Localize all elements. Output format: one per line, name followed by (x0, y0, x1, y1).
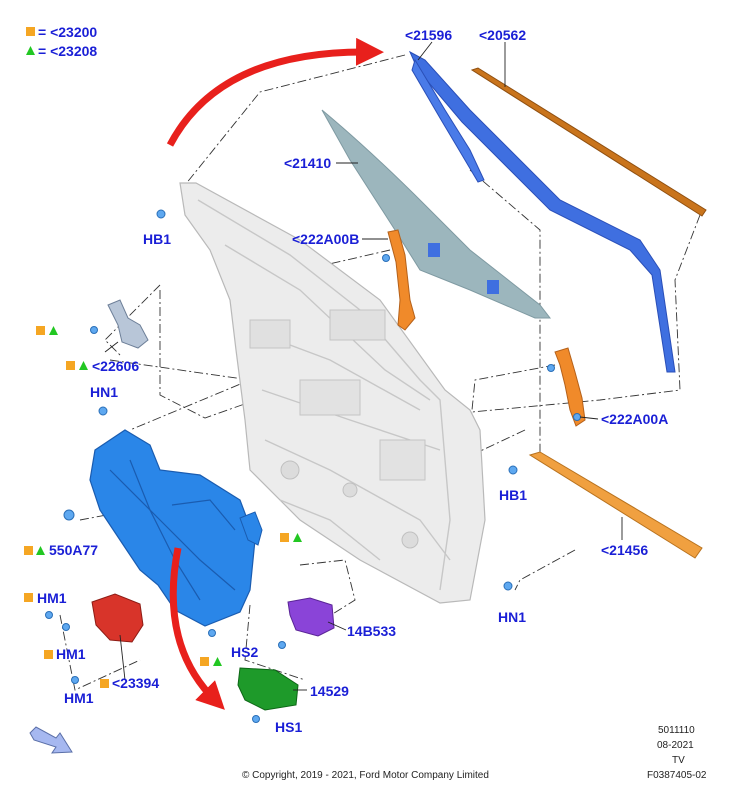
doc-date: 08-2021 (657, 740, 694, 751)
label-hm1-b: HM1 (56, 646, 86, 662)
assembly-line (59, 614, 141, 691)
legend-square-label: = <23200 (38, 24, 97, 40)
triangle-marker-icon (293, 533, 302, 542)
label-222a00a: <222A00A (601, 411, 668, 427)
bolt-icon (573, 413, 581, 421)
square-marker-icon (24, 593, 33, 602)
label-hm1-c: HM1 (64, 690, 94, 706)
glass-clip (487, 280, 499, 294)
triangle-marker-icon (79, 361, 88, 370)
label-hb1-top: HB1 (143, 231, 171, 247)
bolt-icon (156, 209, 166, 219)
bolt-icon (45, 611, 53, 619)
red-arrow-bottom (169, 547, 225, 710)
red-arrow-top (166, 37, 384, 147)
assembly-line (439, 429, 526, 471)
label-14529: 14529 (310, 683, 349, 699)
label-21410: <21410 (284, 155, 331, 171)
module-14b533 (287, 597, 335, 637)
legend-triangle-icon (26, 46, 35, 55)
regulator-bracket-b (387, 229, 416, 331)
label-hm1-a: HM1 (37, 590, 67, 606)
module-14529 (237, 667, 299, 711)
bolt-icon (503, 581, 513, 591)
label-hb1-right: HB1 (499, 487, 527, 503)
assembly-line (159, 290, 271, 419)
label-hs1: HS1 (275, 719, 302, 735)
label-550a77: 550A77 (49, 542, 98, 558)
square-marker-icon (280, 533, 289, 542)
window-regulator (89, 429, 256, 627)
label-20562: <20562 (479, 27, 526, 43)
copyright: © Copyright, 2019 - 2021, Ford Motor Com… (242, 770, 489, 781)
label-14b533: 14B533 (347, 623, 396, 639)
bolt-icon (547, 364, 555, 372)
triangle-marker-icon (36, 546, 45, 555)
glass-run-channel (408, 50, 676, 373)
bolt-icon (252, 715, 260, 723)
assembly-line (469, 169, 541, 455)
bolt-icon (98, 406, 108, 416)
symbol-markers (24, 326, 302, 688)
label-hn1-left: HN1 (90, 384, 118, 400)
label-21596: <21596 (405, 27, 452, 43)
figure-number: F0387405-02 (647, 770, 707, 781)
triangle-marker-icon (49, 326, 58, 335)
bolt-icon (90, 326, 98, 334)
label-23394: <23394 (112, 675, 159, 691)
label-22606: <22606 (92, 358, 139, 374)
square-marker-icon (24, 546, 33, 555)
regulator-side-bracket (239, 511, 263, 546)
bolt-icon (208, 629, 216, 637)
inner-belt-weatherstrip (528, 451, 703, 559)
square-marker-icon (44, 650, 53, 659)
bolt-icon (382, 254, 390, 262)
outer-belt-weatherstrip (470, 67, 707, 217)
assembly-line (244, 604, 306, 681)
label-hs2: HS2 (231, 644, 258, 660)
assembly-line (104, 284, 161, 356)
triangle-marker-icon (213, 657, 222, 666)
view-direction-icon (29, 726, 73, 754)
bolt-icon (71, 676, 79, 684)
assembly-line (184, 54, 406, 186)
square-marker-icon (200, 657, 209, 666)
square-marker-icon (36, 326, 45, 335)
bolt-icon (62, 623, 70, 631)
label-hn1-right: HN1 (498, 609, 526, 625)
assembly-line (299, 559, 356, 626)
label-21456: <21456 (601, 542, 648, 558)
assembly-line (439, 214, 701, 416)
hinge-bracket (107, 299, 149, 349)
fasteners (45, 209, 581, 723)
doc-code: TV (672, 755, 685, 766)
legend: = <23200 = <23208 (26, 24, 97, 59)
doc-number: 5011110 (658, 725, 695, 736)
glass-clip (428, 243, 440, 257)
bolt-icon (278, 641, 286, 649)
legend-triangle-label: = <23208 (38, 43, 97, 59)
window-glass (321, 109, 552, 319)
leader-lines (104, 41, 623, 691)
bolt-icon (508, 465, 518, 475)
door-inner-panel (179, 182, 486, 604)
regulator-bracket-a (554, 347, 586, 427)
legend-square-icon (26, 27, 35, 36)
square-marker-icon (100, 679, 109, 688)
bolt-icon (63, 509, 75, 521)
label-222a00b: <222A00B (292, 231, 359, 247)
square-marker-icon (66, 361, 75, 370)
assembly-line (514, 549, 576, 591)
window-motor (91, 593, 144, 643)
